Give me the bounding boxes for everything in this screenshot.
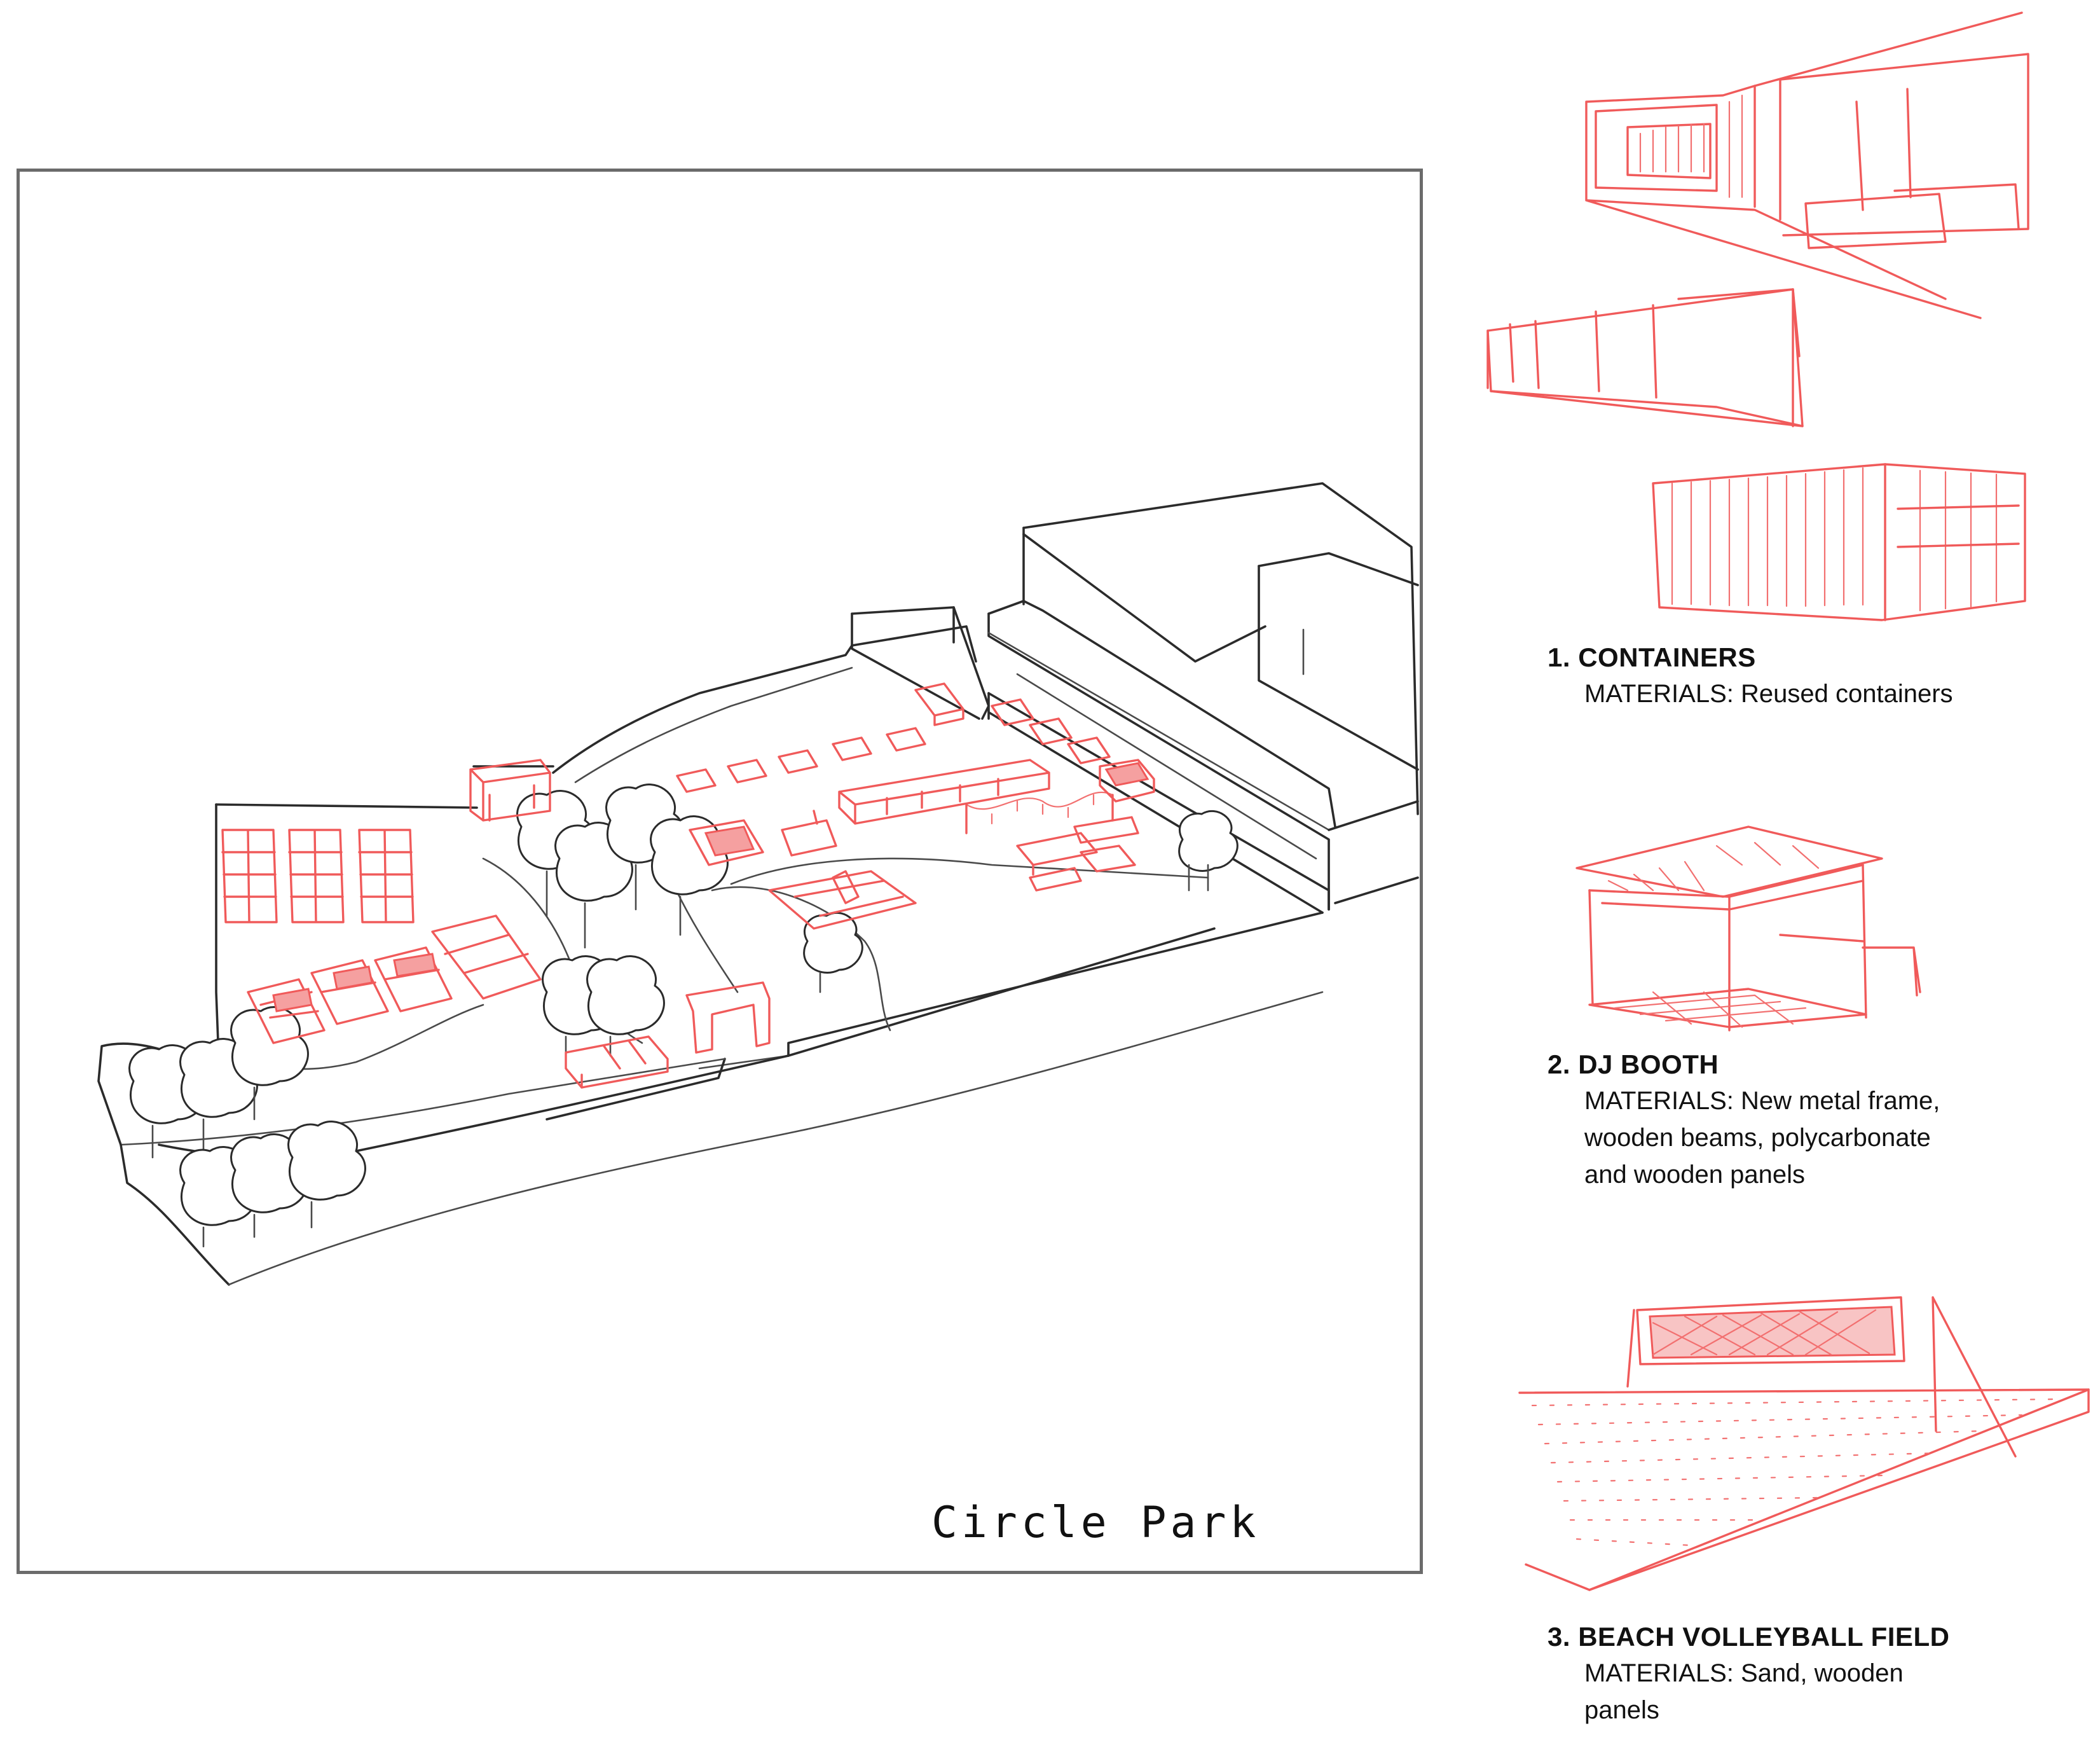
legend-title: 1. CONTAINERS [1548,642,1756,672]
legend-title: 3. BEACH VOLLEYBALL FIELD [1548,1622,1950,1652]
closed-container-sketch [1652,463,2026,621]
legend-title: 2. DJ BOOTH [1548,1049,1719,1079]
buildings [851,482,1419,911]
legend-materials: MATERIALS: New metal frame, wooden beams… [1584,1087,1940,1189]
legend-containers: 1. CONTAINERS MATERIALS: Reused containe… [1548,642,2094,712]
red-interventions [221,682,1155,1089]
dj-booth-sketch [1575,825,1921,1032]
container-box-sketch [1486,288,1804,427]
legend-materials: MATERIALS: Sand, wooden panels [1584,1659,1904,1724]
legend-materials: MATERIALS: Reused containers [1584,680,1953,708]
site-label: Circle Park [931,1498,1260,1548]
legend-beach-volleyball: 3. BEACH VOLLEYBALL FIELD MATERIALS: San… [1548,1622,2094,1729]
site-outline [97,625,1330,1286]
beach-volleyball-sketch [1518,1296,2090,1591]
legend-dj-booth: 2. DJ BOOTH MATERIALS: New metal frame, … [1548,1049,2094,1193]
containers-sketch [1585,11,2029,319]
site-sketch-frame [17,169,1423,1574]
trees [128,784,1239,1248]
